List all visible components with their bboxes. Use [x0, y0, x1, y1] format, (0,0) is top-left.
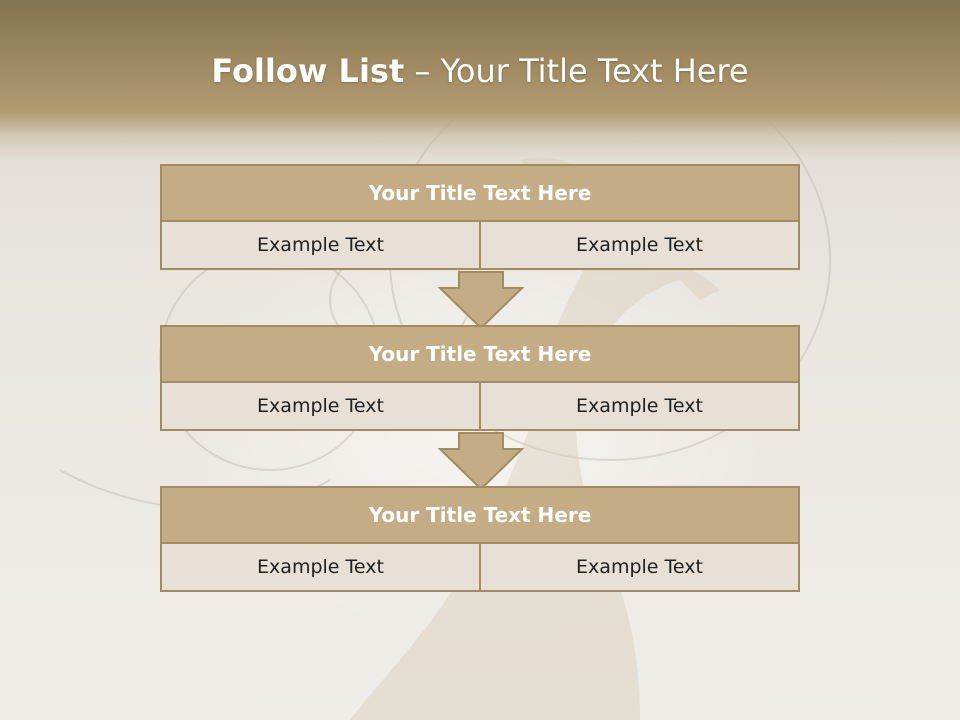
block-heading: Your Title Text Here	[162, 166, 798, 222]
block-row: Example Text Example Text	[162, 544, 798, 590]
down-arrow-icon	[438, 271, 524, 330]
block-cell-right: Example Text	[479, 222, 798, 268]
block-heading: Your Title Text Here	[162, 488, 798, 544]
block-heading: Your Title Text Here	[162, 327, 798, 383]
title-separator: –	[414, 52, 431, 90]
block-cell-right: Example Text	[479, 383, 798, 429]
down-arrow-icon	[438, 432, 524, 491]
title-rest: Your Title Text Here	[440, 52, 749, 90]
block-cell-right: Example Text	[479, 544, 798, 590]
list-block-1: Your Title Text Here Example Text Exampl…	[160, 164, 800, 270]
block-cell-left: Example Text	[257, 395, 384, 417]
block-cell-left: Example Text	[257, 556, 384, 578]
header-band	[0, 0, 960, 160]
title-bold: Follow List	[211, 52, 405, 90]
block-row: Example Text Example Text	[162, 383, 798, 429]
slide-title: Follow List – Your Title Text Here	[0, 52, 960, 90]
block-row: Example Text Example Text	[162, 222, 798, 268]
list-block-2: Your Title Text Here Example Text Exampl…	[160, 325, 800, 431]
block-cell-left: Example Text	[257, 234, 384, 256]
list-block-3: Your Title Text Here Example Text Exampl…	[160, 486, 800, 592]
